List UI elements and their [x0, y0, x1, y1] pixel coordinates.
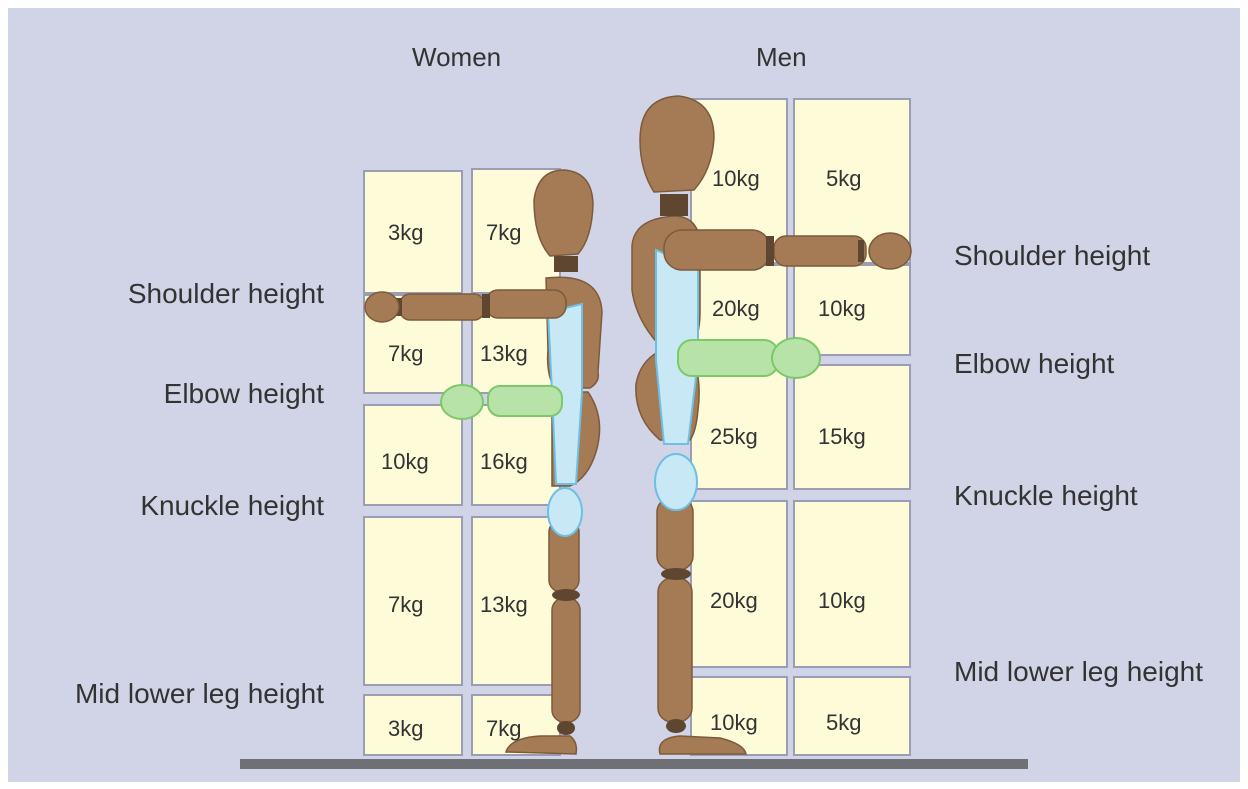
man-hand-extended: [868, 232, 912, 270]
man-knee: [661, 568, 691, 580]
women-weight-shoulder-elbow-extended: 7kg: [388, 341, 424, 366]
women-label-knuckle-height: Knuckle height: [140, 490, 324, 521]
women-weight-above-shoulder-extended: 3kg: [388, 220, 424, 245]
men-box-below-midleg-extended: [793, 676, 911, 756]
men-weight-above-shoulder-close: 10kg: [712, 166, 760, 191]
man-upper-arm-extended: [663, 229, 771, 271]
woman-forearm-close: [487, 385, 563, 417]
women-weight-below-midleg-close: 7kg: [486, 716, 522, 741]
men-weight-above-shoulder-extended: 5kg: [826, 166, 862, 191]
man-lower-leg: [657, 577, 693, 723]
man-mannequin: [631, 95, 912, 755]
men-box-shoulder-elbow-extended: [793, 264, 911, 356]
men-label-mid-lower-leg-height: Mid lower leg height: [954, 656, 1204, 687]
men-box-knuckle-midleg-extended: [793, 500, 911, 668]
women-box-elbow-knuckle-close: [471, 404, 561, 506]
women-box-above-shoulder-extended: [363, 170, 463, 294]
men-weight-elbow-knuckle-extended: 15kg: [818, 424, 866, 449]
men-weight-knuckle-midleg-close: 20kg: [710, 588, 758, 613]
man-wrist-joint: [858, 240, 864, 262]
men-header: Men: [756, 42, 807, 72]
men-weight-shoulder-elbow-extended: 10kg: [818, 296, 866, 321]
men-box-below-midleg-close: [690, 676, 788, 756]
woman-mannequin: [364, 169, 603, 755]
women-label-mid-lower-leg-height: Mid lower leg height: [74, 678, 324, 709]
women-weight-knuckle-midleg-extended: 7kg: [388, 592, 424, 617]
women-header: Women: [412, 42, 502, 72]
woman-forearm-extended: [399, 293, 485, 321]
women-weight-elbow-knuckle-close: 16kg: [480, 449, 528, 474]
women-label-elbow-height: Elbow height: [163, 378, 324, 409]
man-forearm-extended: [773, 235, 867, 267]
men-label-elbow-height: Elbow height: [954, 348, 1115, 379]
ground-line: [240, 759, 1028, 769]
men-weight-elbow-knuckle-close: 25kg: [710, 424, 758, 449]
men-weight-shoulder-elbow-close: 20kg: [712, 296, 760, 321]
woman-ankle: [557, 721, 575, 735]
woman-hand-extended: [364, 291, 400, 323]
man-head: [639, 95, 715, 193]
man-foot: [658, 735, 747, 755]
men-label-shoulder-height: Shoulder height: [954, 240, 1151, 271]
man-elbow-joint: [766, 236, 774, 266]
men-weight-knuckle-midleg-extended: 10kg: [818, 588, 866, 613]
women-weight-elbow-knuckle-extended: 10kg: [381, 449, 429, 474]
woman-neck: [554, 256, 578, 272]
women-weight-below-midleg-extended: 3kg: [388, 716, 424, 741]
man-hand-close: [771, 337, 821, 379]
woman-lower-leg: [551, 597, 581, 723]
woman-head: [533, 169, 594, 257]
women-label-shoulder-height: Shoulder height: [127, 278, 324, 309]
women-weight-knuckle-midleg-close: 13kg: [480, 592, 528, 617]
diagram-background: [8, 8, 1240, 782]
men-weight-below-midleg-extended: 5kg: [826, 710, 862, 735]
women-box-elbow-knuckle-extended: [363, 404, 463, 506]
women-weight-shoulder-elbow-close: 13kg: [480, 341, 528, 366]
woman-hand-close: [440, 384, 484, 420]
woman-upper-arm-extended: [485, 289, 567, 319]
man-ankle: [666, 719, 686, 733]
man-forearm-close: [677, 339, 779, 377]
women-box-knuckle-midleg-extended: [363, 516, 463, 686]
man-neck: [660, 194, 688, 216]
woman-knee: [552, 589, 580, 601]
women-box-below-midleg-extended: [363, 694, 463, 756]
men-box-elbow-knuckle-extended: [793, 364, 911, 490]
men-weight-below-midleg-close: 10kg: [710, 710, 758, 735]
men-box-knuckle-midleg-close: [690, 500, 788, 668]
men-box-elbow-knuckle-close: [690, 364, 788, 490]
men-label-knuckle-height: Knuckle height: [954, 480, 1138, 511]
woman-foot: [505, 735, 578, 755]
women-weight-above-shoulder-close: 7kg: [486, 220, 522, 245]
woman-hip-highlight: [547, 487, 583, 537]
man-hip-highlight: [654, 453, 698, 511]
woman-elbow-joint: [482, 294, 490, 318]
